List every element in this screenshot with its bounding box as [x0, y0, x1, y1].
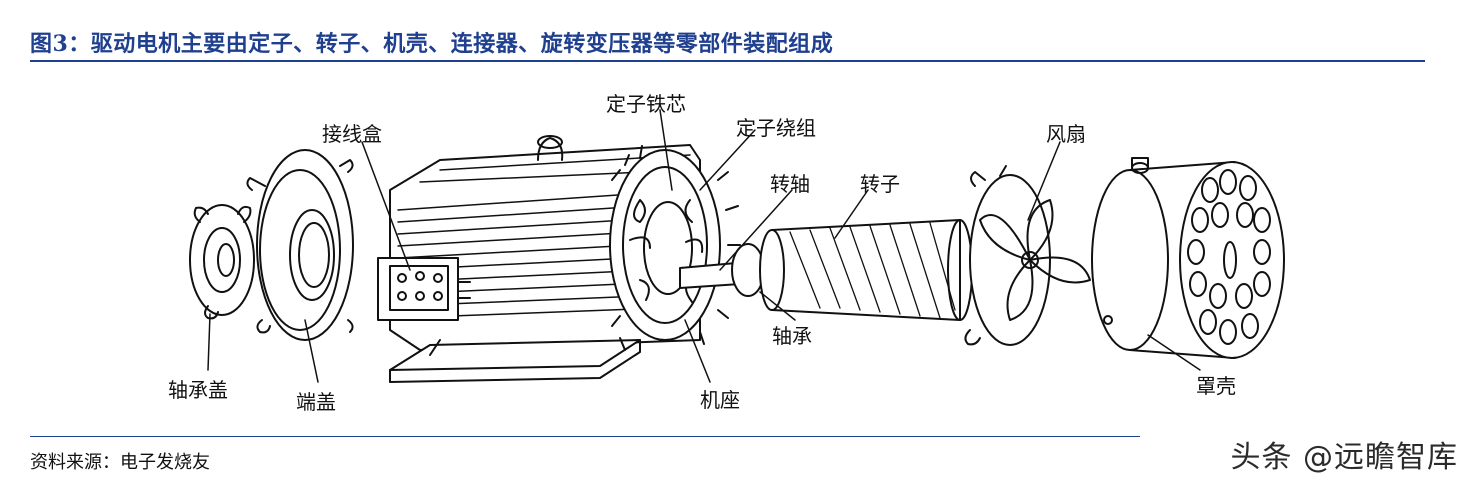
- label-frame: 机座: [700, 384, 740, 413]
- fan-part: [965, 166, 1090, 345]
- watermark-text: 头条 @远瞻智库: [1230, 432, 1458, 476]
- figure-source: 资料来源：电子发烧友: [30, 448, 210, 474]
- label-fan: 风扇: [1046, 118, 1086, 147]
- source-divider: [30, 436, 1140, 437]
- label-bearing: 轴承: [772, 320, 812, 349]
- end-cover-part: [247, 150, 353, 340]
- fan-cover-part: [1092, 158, 1284, 358]
- label-end-cover: 端盖: [296, 386, 336, 415]
- bearing-cap-part: [190, 205, 254, 318]
- label-stator-core: 定子铁芯: [606, 88, 686, 117]
- label-rotor: 转子: [860, 168, 900, 197]
- rotor-part: [680, 220, 1000, 320]
- label-shaft: 转轴: [770, 168, 810, 197]
- junction-box-part: [378, 258, 470, 320]
- motor-exploded-diagram: 轴承盖 端盖 接线盒 定子铁芯 定子绕组 转轴 转子 轴承 机座 风扇 罩壳: [0, 70, 1472, 430]
- label-fan-cover: 罩壳: [1196, 370, 1236, 399]
- title-divider: [30, 60, 1425, 62]
- figure-title: 图3：驱动电机主要由定子、转子、机壳、连接器、旋转变压器等零部件装配组成: [30, 26, 833, 58]
- label-bearing-cap: 轴承盖: [168, 374, 228, 403]
- label-junction-box: 接线盒: [322, 118, 382, 147]
- label-stator-winding: 定子绕组: [736, 112, 816, 141]
- stator-core-part: [610, 146, 740, 344]
